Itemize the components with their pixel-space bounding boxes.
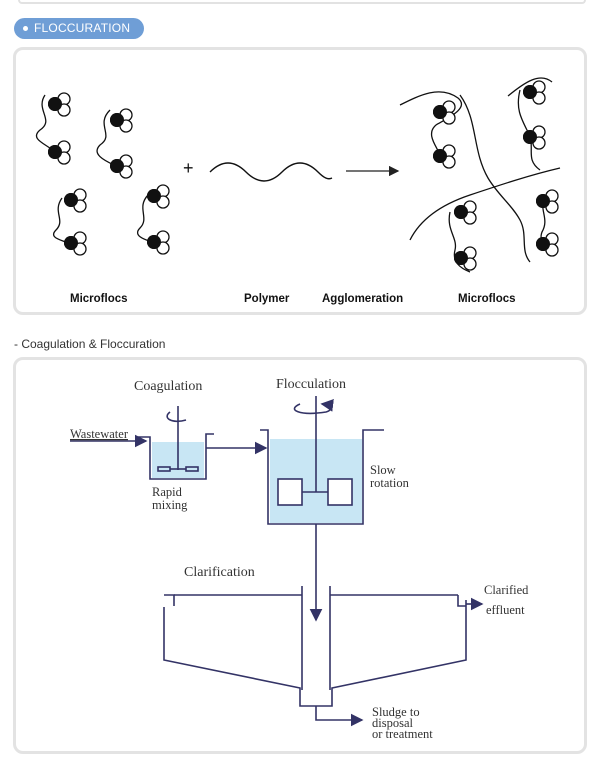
floc-particle [522,80,546,105]
agglomerate-group [399,77,561,273]
label-slow: Slow [370,463,396,477]
label-flocculation: Flocculation [276,377,346,392]
coagulation-tank [138,433,214,480]
sludge-arrow [315,706,364,727]
label-microflocs-right: Microflocs [458,293,516,305]
label-rotation: rotation [370,476,410,490]
label-agglomeration: Agglomeration [322,293,403,305]
floc-particle [109,154,133,179]
top-border [18,0,586,4]
label-sludge-to: Sludge to [372,705,420,719]
label-rapid: Rapid [152,485,183,499]
label-effluent: effluent [486,603,525,617]
label-wastewater: Wastewater [70,427,129,441]
rapid-mixer-blade [157,466,171,472]
floc-particle [453,246,477,271]
label-clarification: Clarification [184,565,255,580]
section-badge: FLOCCURATION [14,18,144,39]
polymer-chain [209,162,333,182]
clarifier-tank [163,600,467,707]
rotation-icon [166,411,187,423]
paddle-left [277,478,303,506]
label-mixing: mixing [152,498,188,512]
label-coagulation: Coagulation [134,379,202,394]
floc-particle [63,188,87,213]
section-badge-label: FLOCCURATION [34,21,131,35]
floc-particle [146,230,170,255]
label-disposal: disposal [372,716,414,730]
floc-particle [47,92,71,117]
floc-particle [63,231,87,256]
floc-particle [453,200,477,225]
label-clarified: Clarified [484,583,529,597]
floc-particle [146,184,170,209]
label-microflocs-left: Microflocs [70,293,128,305]
plus-sign: + [183,158,194,178]
floc-particle [109,108,133,133]
process-section-title: - Coagulation & Floccuration [14,337,166,351]
microflocs-left-group [35,94,153,244]
rapid-mixer-blade [185,466,199,472]
rotation-icon [293,399,334,415]
bullet-icon [23,26,28,31]
floc-particle [535,232,559,257]
floc-particle [535,189,559,214]
floc-particle [432,100,456,125]
floc-particle [47,140,71,165]
paddle-right [327,478,353,506]
flocculation-panel [13,47,587,315]
label-polymer: Polymer [244,293,290,305]
label-or-treatment: or treatment [372,727,433,741]
